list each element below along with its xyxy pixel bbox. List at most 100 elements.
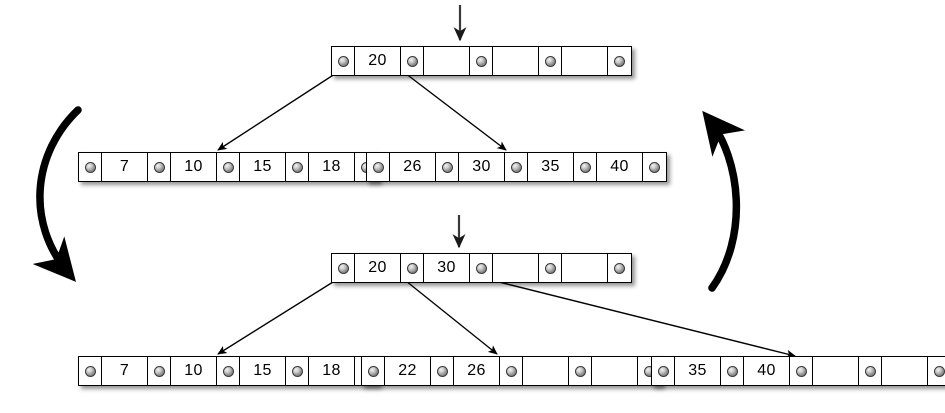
child-pointer-icon — [475, 262, 487, 274]
pointer-cell[interactable] — [148, 357, 171, 385]
pointer-cell[interactable] — [859, 357, 882, 385]
pointer-cell[interactable] — [401, 47, 424, 75]
pointer-cell[interactable] — [217, 153, 240, 181]
pointer-cell[interactable] — [79, 153, 102, 181]
child-pointer-icon — [337, 262, 349, 274]
child-pointer-icon — [795, 365, 807, 377]
btree-node-before-leaf-right[interactable]: 26 30 35 40 — [366, 152, 667, 182]
child-pointer-icon — [505, 365, 517, 377]
btree-node-after-leaf-middle[interactable]: 22 26 — [361, 356, 662, 386]
pointer-cell[interactable] — [574, 153, 597, 181]
child-pointer-icon — [84, 365, 96, 377]
pointer-cell[interactable] — [332, 47, 355, 75]
pointer-cell[interactable] — [790, 357, 813, 385]
child-pointer-icon — [614, 55, 625, 67]
child-pointer-icon — [614, 262, 625, 274]
btree-node-after-leaf-left[interactable]: 7 10 15 18 — [78, 356, 379, 386]
flow-arrow-right-icon — [702, 110, 746, 292]
child-pointer-icon — [222, 365, 234, 377]
pointer-cell[interactable] — [608, 254, 631, 282]
key-cell[interactable]: 30 — [424, 254, 470, 282]
key-cell[interactable]: 7 — [102, 357, 148, 385]
pointer-cell[interactable] — [79, 357, 102, 385]
key-cell[interactable]: 18 — [309, 153, 355, 181]
btree-node-after-root[interactable]: 20 30 — [331, 253, 632, 283]
key-cell-empty[interactable] — [562, 254, 608, 282]
pointer-cell[interactable] — [217, 357, 240, 385]
child-pointer-icon — [579, 161, 591, 173]
pointer-cell[interactable] — [470, 47, 493, 75]
key-cell[interactable]: 40 — [744, 357, 790, 385]
pointer-cell[interactable] — [286, 153, 309, 181]
key-cell[interactable]: 10 — [171, 357, 217, 385]
key-cell[interactable]: 35 — [528, 153, 574, 181]
pointer-cell[interactable] — [608, 47, 631, 75]
btree-node-before-root[interactable]: 20 — [331, 46, 632, 76]
child-pointer-icon — [372, 161, 384, 173]
pointer-cell[interactable] — [332, 254, 355, 282]
pointer-cell[interactable] — [362, 357, 385, 385]
key-cell[interactable]: 7 — [102, 153, 148, 181]
key-cell[interactable]: 20 — [355, 47, 401, 75]
edge-before-root-to-left-leaf — [217, 69, 342, 151]
key-cell[interactable]: 18 — [309, 357, 355, 385]
btree-node-before-leaf-left[interactable]: 7 10 15 18 — [78, 152, 379, 182]
pointer-cell[interactable] — [928, 357, 945, 385]
key-cell[interactable]: 10 — [171, 153, 217, 181]
child-pointer-icon — [436, 365, 448, 377]
pointer-cell[interactable] — [431, 357, 454, 385]
key-cell-empty[interactable] — [882, 357, 928, 385]
pointer-cell[interactable] — [470, 254, 493, 282]
pointer-cell[interactable] — [652, 357, 675, 385]
pointer-cell[interactable] — [286, 357, 309, 385]
child-pointer-icon — [291, 161, 303, 173]
child-pointer-icon — [475, 55, 487, 67]
key-cell-empty[interactable] — [424, 47, 470, 75]
key-cell[interactable]: 26 — [390, 153, 436, 181]
pointer-cell[interactable] — [643, 153, 666, 181]
child-pointer-icon — [649, 161, 660, 173]
key-cell[interactable]: 15 — [240, 357, 286, 385]
pointer-cell[interactable] — [721, 357, 744, 385]
edge-after-root-to-right-leaf — [458, 271, 796, 358]
key-cell-empty[interactable] — [813, 357, 859, 385]
pointer-cell[interactable] — [569, 357, 592, 385]
key-cell[interactable]: 35 — [675, 357, 721, 385]
child-pointer-icon — [441, 161, 453, 173]
pointer-cell[interactable] — [500, 357, 523, 385]
key-cell-empty[interactable] — [523, 357, 569, 385]
pointer-cell[interactable] — [539, 47, 562, 75]
edge-after-root-to-middle-leaf — [400, 276, 498, 355]
edge-before-root-to-right-leaf — [400, 69, 507, 151]
key-cell[interactable]: 40 — [597, 153, 643, 181]
key-cell[interactable]: 22 — [385, 357, 431, 385]
child-pointer-icon — [864, 365, 876, 377]
child-pointer-icon — [726, 365, 738, 377]
child-pointer-icon — [153, 365, 165, 377]
key-cell[interactable]: 15 — [240, 153, 286, 181]
pointer-cell[interactable] — [367, 153, 390, 181]
btree-node-after-leaf-right[interactable]: 35 40 — [651, 356, 945, 386]
child-pointer-icon — [544, 55, 556, 67]
pointer-cell[interactable] — [505, 153, 528, 181]
key-cell[interactable]: 30 — [459, 153, 505, 181]
key-cell-empty[interactable] — [592, 357, 638, 385]
child-pointer-icon — [406, 262, 418, 274]
child-pointer-icon — [574, 365, 586, 377]
child-pointer-icon — [367, 365, 379, 377]
key-cell-empty[interactable] — [493, 47, 539, 75]
pointer-cell[interactable] — [401, 254, 424, 282]
child-pointer-icon — [337, 55, 349, 67]
key-cell-empty[interactable] — [493, 254, 539, 282]
pointer-cell[interactable] — [539, 254, 562, 282]
child-pointer-icon — [544, 262, 556, 274]
pointer-cell[interactable] — [148, 153, 171, 181]
child-pointer-icon — [84, 161, 96, 173]
pointer-cell[interactable] — [436, 153, 459, 181]
key-cell[interactable]: 26 — [454, 357, 500, 385]
key-cell-empty[interactable] — [562, 47, 608, 75]
child-pointer-icon — [934, 365, 945, 377]
key-cell[interactable]: 20 — [355, 254, 401, 282]
child-pointer-icon — [406, 55, 418, 67]
